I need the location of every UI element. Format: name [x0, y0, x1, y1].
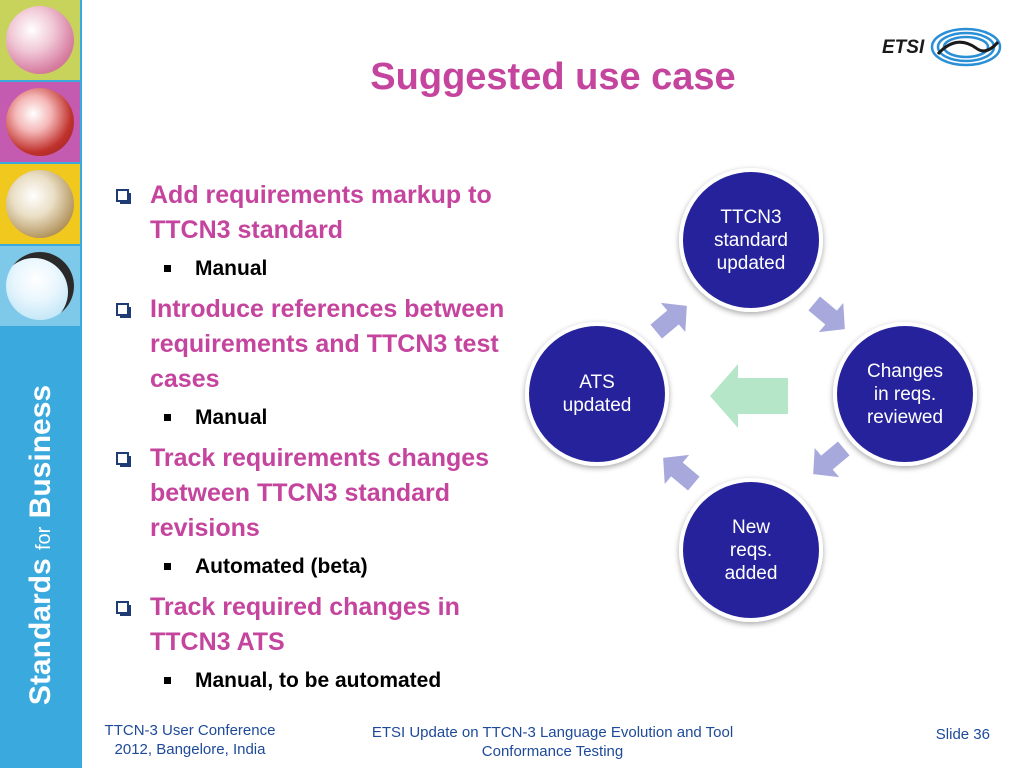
sub-bullet-text: Manual: [195, 406, 268, 429]
node-bottom-circle: [679, 478, 823, 622]
globe-image: [6, 6, 74, 74]
node-label-left: ATS updated: [527, 324, 667, 464]
node-label-line: reqs.: [729, 539, 773, 561]
node-label-right: Changes in reqs. reviewed: [835, 324, 975, 464]
square-bullet-icon: [164, 265, 171, 272]
bullet-item: Add requirements markup to TTCN3 standar…: [110, 178, 530, 248]
cycle-graphic: [525, 168, 977, 622]
bullet-text: Track required changes in TTCN3 ATS: [150, 593, 460, 656]
node-label-line: New: [731, 516, 770, 538]
arrow-bottom-right: [813, 441, 850, 478]
footer-conference: TTCN-3 User Conference 2012, Bangelore, …: [90, 721, 290, 759]
etsi-logo: ETSI: [882, 27, 1002, 67]
tagline-standards: Standards: [24, 558, 57, 706]
sidebar-tagline: Standards for Business: [24, 385, 58, 705]
cycle-node: [679, 478, 823, 622]
node-label-line: updated: [562, 395, 632, 416]
decorative-tile: [0, 164, 80, 244]
node-right-circle: [833, 322, 977, 466]
checkbox-bullet-icon: [116, 303, 131, 318]
arrow-bottom-left: [663, 454, 700, 491]
square-bullet-icon: [164, 677, 171, 684]
tagline-for: for: [33, 526, 55, 551]
checkbox-bullet-icon: [116, 189, 131, 204]
bullet-text: Introduce references between requirement…: [150, 295, 505, 393]
cycle-arrows: [650, 296, 850, 491]
bullet-item: Track requirements changes between TTCN3…: [110, 441, 530, 546]
cycle-node: [679, 168, 823, 312]
square-bullet-icon: [164, 414, 171, 421]
slide-title: Suggested use case: [370, 56, 736, 98]
sub-bullet-text: Manual, to be automated: [195, 669, 442, 692]
footer-presentation-title: ETSI Update on TTCN-3 Language Evolution…: [345, 723, 760, 761]
sub-bullet-text: Manual: [195, 257, 268, 280]
cycle-node: [833, 322, 977, 466]
bullet-item: Track required changes in TTCN3 ATS: [110, 590, 530, 660]
sub-bullet-item: Manual, to be automated: [110, 668, 530, 694]
node-label-line: in reqs.: [873, 383, 937, 405]
arrow-top-left: [650, 302, 687, 339]
checkbox-bullet-icon: [116, 601, 131, 616]
globe-image: [6, 170, 74, 238]
logo-text: ETSI: [882, 37, 925, 58]
bullet-list: Add requirements markup to TTCN3 standar…: [110, 178, 530, 704]
footer-line: TTCN-3 User Conference: [104, 722, 276, 739]
slide-number: Slide 36: [935, 726, 990, 743]
node-left-circle: [525, 322, 669, 466]
footer-line: Conformance Testing: [481, 743, 624, 760]
bullet-item: Introduce references between requirement…: [110, 292, 530, 397]
bullet-text: Add requirements markup to TTCN3 standar…: [150, 181, 492, 244]
globe-image: [6, 252, 74, 320]
cycle-node: [525, 322, 669, 466]
cycle-diagram: TTCN3 standard updated Changes in reqs. …: [520, 160, 990, 630]
node-label-line: standard: [714, 229, 788, 251]
sub-bullet-item: Automated (beta): [110, 554, 530, 580]
sub-bullet-item: Manual: [110, 405, 530, 431]
node-label-line: ATS: [579, 372, 615, 393]
center-arrow: [710, 364, 788, 428]
sub-bullet-item: Manual: [110, 256, 530, 282]
node-label-line: added: [724, 562, 778, 584]
sidebar: Standards for Business: [0, 0, 82, 768]
bullet-text: Track requirements changes between TTCN3…: [150, 444, 490, 542]
tagline-business: Business: [24, 384, 57, 519]
globe-image: [6, 88, 74, 156]
decorative-tile: [0, 246, 80, 326]
checkbox-bullet-icon: [116, 452, 131, 467]
node-label-line: updated: [716, 252, 786, 274]
node-label-line: reviewed: [866, 406, 944, 428]
decorative-tile: [0, 82, 80, 162]
sub-bullet-text: Automated (beta): [195, 555, 368, 578]
square-bullet-icon: [164, 563, 171, 570]
node-label-line: Changes: [866, 360, 944, 382]
node-label-top: TTCN3 standard updated: [681, 170, 821, 310]
arrow-top-right: [808, 296, 845, 333]
node-label-bottom: New reqs. added: [681, 480, 821, 620]
decorative-tile: [0, 0, 80, 80]
node-label-line: TTCN3: [720, 206, 782, 228]
node-top-circle: [679, 168, 823, 312]
footer-line: 2012, Bangelore, India: [114, 741, 266, 758]
footer-line: ETSI Update on TTCN-3 Language Evolution…: [371, 724, 734, 741]
